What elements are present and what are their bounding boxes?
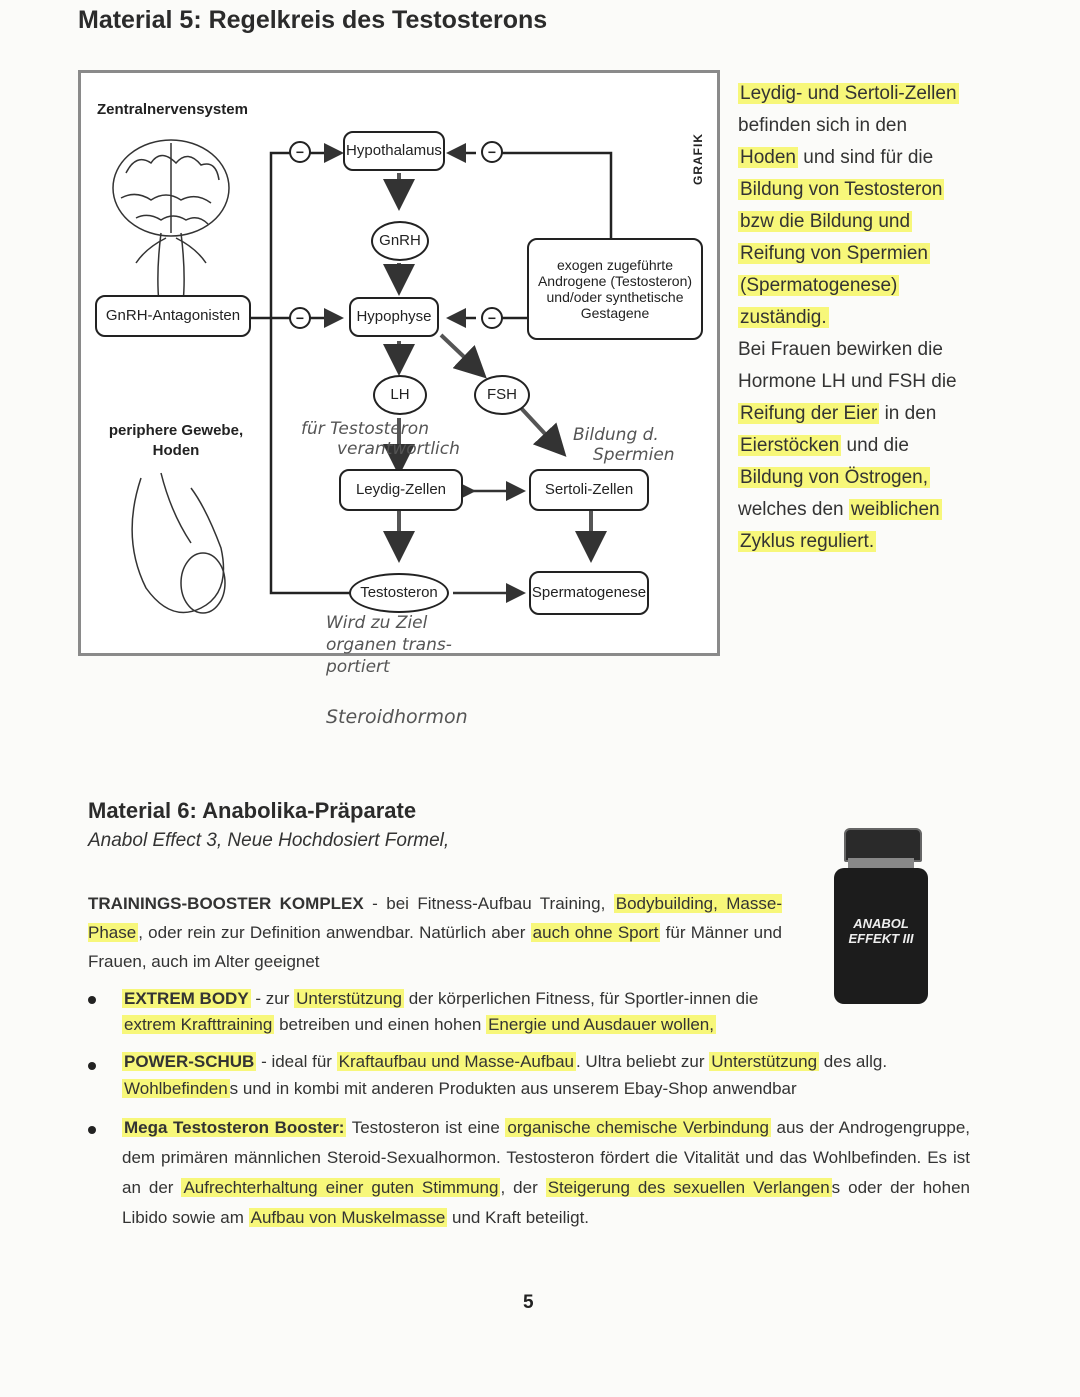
side-line: befinden sich in den [738,110,988,142]
emphasis: TRAININGS-BOOSTER KOMPLEX [88,894,364,913]
sertoli-box: Sertoli-Zellen [529,469,649,511]
side-line: Hormone LH und FSH die [738,366,988,398]
text: . Ultra beliebt zur [576,1052,709,1071]
text: und Kraft beteiligt. [447,1208,589,1227]
bullet-extrem-body: EXTREM BODY - zur Unterstützung der körp… [122,986,792,1038]
text: betreiben und einen hohen [274,1015,486,1034]
inhibition-circle: − [289,141,311,163]
material6-subtitle: Anabol Effect 3, Neue Hochdosiert Formel… [88,830,449,852]
handwritten-note-leydig: für Testosteron verantwortlich [301,419,460,459]
highlighted-text: Wohlbefinden [122,1079,230,1098]
product-jar-image: ANABOL EFFEKT III [834,828,928,1004]
highlighted-text: Zyklus reguliert. [738,531,876,552]
highlighted-text: Unterstützung [294,989,404,1008]
periphere-label: periphere Gewebe, Hoden [101,421,251,460]
hypothalamus-box: Hypothalamus [343,131,445,171]
bullet-power-schub: POWER-SCHUB - ideal für Kraftaufbau und … [122,1048,942,1102]
highlighted-text: auch ohne Sport [531,923,661,942]
leydig-box: Leydig-Zellen [339,469,463,511]
material5-title: Material 5: Regelkreis des Testosterons [78,6,547,35]
highlighted-text: POWER-SCHUB [122,1052,256,1071]
testosteron-oval: Testosteron [349,573,449,613]
handwritten-note-testosteron: Wird zu Ziel organen trans- portiert [326,612,452,678]
handwritten-line: verantwortlich [301,439,460,459]
handwritten-line: organen trans- [326,634,452,656]
zns-label: Zentralnervensystem [97,101,248,118]
highlighted-text: (Spermatogenese) [738,275,899,296]
highlighted-text: EXTREM BODY [122,989,251,1008]
material6-title: Material 6: Anabolika-Präparate [88,798,416,824]
text: Testosteron ist eine [346,1118,505,1137]
spermatogenese-box: Spermatogenese [529,571,649,615]
gnrh-antagonisten-box: GnRH-Antagonisten [95,295,251,337]
highlighted-text: bzw die Bildung und [738,211,912,232]
highlighted-text: Leydig- und Sertoli-Zellen [738,83,959,104]
bullet-testosteron-booster: Mega Testosteron Booster: Testosteron is… [122,1113,970,1233]
page-number: 5 [523,1292,534,1314]
highlighted-text: Steigerung des sexuellen Verlangen [546,1178,832,1197]
lh-oval: LH [373,375,427,415]
highlighted-text: Aufbau von Muskelmasse [249,1208,448,1227]
inhibition-circle: − [481,307,503,329]
handwritten-line: Wird zu Ziel [326,612,452,634]
text: s und in kombi mit anderen Produkten aus… [230,1079,797,1098]
highlighted-text: Reifung von Spermien [738,243,930,264]
testosterone-regulation-diagram: Zentralnervensystem Hypothalamus GnRH Hy… [78,70,720,656]
highlighted-text: Energie und Ausdauer wollen, [486,1015,716,1034]
side-line: Bei Frauen bewirken die [738,334,988,366]
text: - zur [251,989,294,1008]
intro-paragraph: TRAININGS-BOOSTER KOMPLEX - bei Fitness-… [88,889,782,976]
brain-icon [113,140,229,303]
side-line: und sind für die [798,147,933,168]
inhibition-circle: − [481,141,503,163]
handwritten-line: für Testosteron [301,419,460,439]
highlighted-text: Hoden [738,147,798,168]
highlighted-text: Unterstützung [709,1052,819,1071]
highlighted-text: Aufrechterhaltung einer guten Stimmung [181,1178,500,1197]
text: , oder rein zur Definition anwendbar. Na… [138,923,530,942]
text: des allg. [819,1052,887,1071]
gnrh-oval: GnRH [371,221,429,261]
highlighted-text: organische chemische Verbindung [505,1118,771,1137]
highlighted-text: Mega Testosteron Booster: [122,1118,346,1137]
handwritten-line: Spermien [573,445,675,465]
testis-icon [132,473,225,613]
hypophyse-box: Hypophyse [349,297,439,337]
highlighted-text: Bildung von Testosteron [738,179,944,200]
side-explanation: Leydig- und Sertoli-Zellen befinden sich… [738,78,988,558]
highlighted-text: weiblichen [849,499,942,520]
side-line: und die [841,435,909,456]
highlighted-text: extrem Krafttraining [122,1015,274,1034]
highlighted-text: zuständig. [738,307,829,328]
handwritten-note-sertoli: Bildung d. Spermien [573,425,675,465]
inhibition-circle: − [289,307,311,329]
product-label: ANABOL EFFEKT III [834,916,928,946]
highlighted-text: Bildung von Östrogen, [738,467,930,488]
bullet-point [88,1126,96,1134]
highlighted-text: Kraftaufbau und Masse-Aufbau [337,1052,576,1071]
text: , der [500,1178,545,1197]
highlighted-text: Reifung der Eier [738,403,879,424]
side-line: in den [879,403,936,424]
fsh-oval: FSH [474,375,530,415]
side-line: welches den [738,499,849,520]
exogen-box: exogen zugeführte Androgene (Testosteron… [527,238,703,340]
text: der körperlichen Fitness, für Sportler-i… [404,989,758,1008]
highlighted-text: Eierstöcken [738,435,841,456]
handwritten-line: Bildung d. [573,425,675,445]
text: - ideal für [256,1052,336,1071]
grafik-credit: GRAFIK [691,93,715,185]
bullet-point [88,996,96,1004]
text: - bei Fitness-Aufbau Training, [364,894,614,913]
handwritten-steroid: Steroidhormon [326,706,468,728]
bullet-point [88,1062,96,1070]
handwritten-line: portiert [326,656,452,678]
